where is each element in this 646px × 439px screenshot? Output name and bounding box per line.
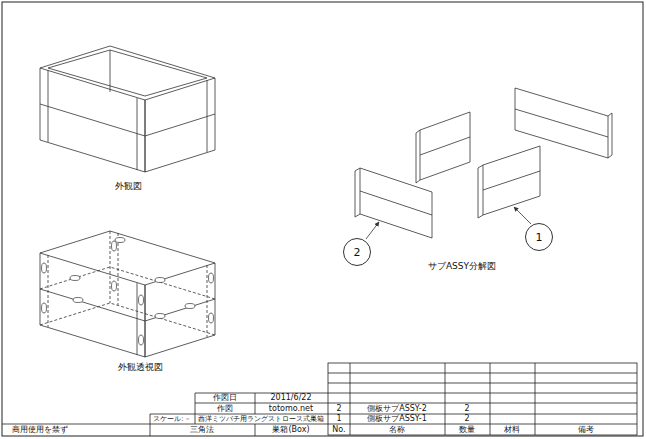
table-cell: 備考 bbox=[578, 426, 594, 434]
table-cell: 側板サブASSY-2 bbox=[367, 405, 427, 413]
callout-number: 1 bbox=[536, 232, 543, 243]
table-cell: 材料 bbox=[504, 426, 520, 434]
table-cell: 商用使用を禁ず bbox=[12, 426, 68, 434]
callout-circle: 2 bbox=[343, 238, 371, 266]
table-cell: totomo.net bbox=[269, 405, 313, 413]
table-cell: 2 bbox=[464, 415, 469, 423]
table-cell: 側板サブASSY-1 bbox=[367, 415, 427, 423]
view-caption: 外観図 bbox=[115, 182, 142, 191]
table-cell: 2011/6/22 bbox=[270, 394, 311, 402]
callout-number: 2 bbox=[354, 247, 361, 258]
callout-circle: 1 bbox=[525, 223, 553, 251]
table-cell: スケール:－ bbox=[153, 416, 190, 423]
table-cell: 名称 bbox=[389, 426, 405, 434]
table-cell: 巣箱(Box) bbox=[272, 426, 309, 434]
table-cell: No. bbox=[332, 426, 345, 434]
box-transparent bbox=[40, 231, 215, 357]
table-cell: 作図 bbox=[217, 405, 233, 413]
table-cell: 2 bbox=[336, 405, 341, 413]
box-exterior bbox=[40, 46, 215, 172]
exploded-panels bbox=[355, 88, 612, 238]
table-cell: 1 bbox=[336, 415, 341, 423]
table-cell: 2 bbox=[464, 405, 469, 413]
title-block bbox=[2, 363, 637, 436]
view-caption: 外観透視図 bbox=[118, 363, 163, 372]
table-cell: 三角法 bbox=[190, 426, 214, 434]
leader-line bbox=[366, 207, 531, 239]
table-cell: 数量 bbox=[459, 426, 475, 434]
view-caption: サブASSY分解図 bbox=[428, 262, 496, 271]
table-cell: 西洋ミツバチ用ラングストロース式巣箱 bbox=[198, 416, 324, 423]
table-cell: 作図日 bbox=[213, 394, 237, 402]
